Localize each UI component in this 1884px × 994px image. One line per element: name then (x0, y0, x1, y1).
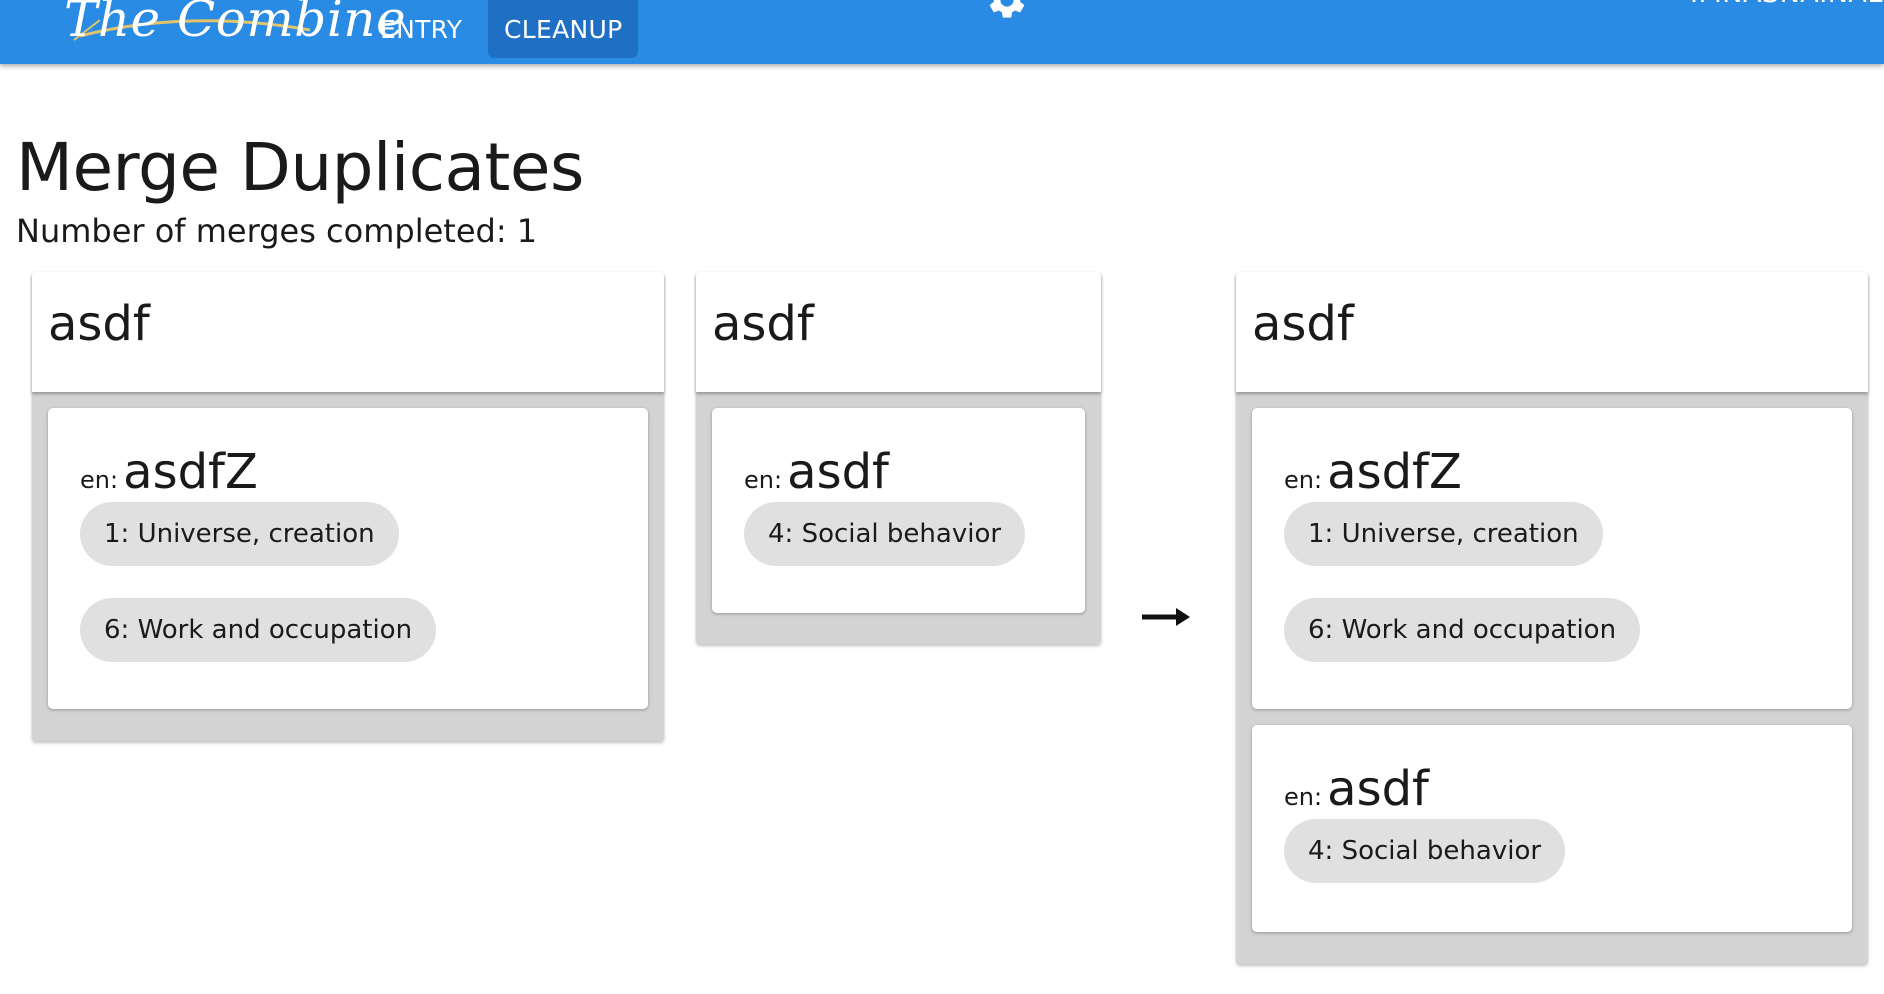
column-header[interactable]: asdf (1236, 272, 1868, 392)
gear-icon[interactable] (985, 0, 1029, 22)
gloss-language: en: (1284, 783, 1323, 811)
gloss-text: asdfZ (123, 444, 258, 500)
gloss-text: asdf (787, 444, 889, 500)
page-title: Merge Duplicates (16, 129, 584, 206)
gloss-line: en: asdf (744, 444, 889, 500)
sense-card[interactable]: en: asdfZ 1: Universe, creation 6: Work … (1252, 408, 1852, 709)
app-logo[interactable]: The Combine (64, 0, 407, 48)
column-title: asdf (1252, 296, 1354, 352)
semantic-domain-chip[interactable]: 6: Work and occupation (80, 598, 437, 662)
gloss-line: en: asdf (1284, 761, 1429, 817)
sense-card[interactable]: en: asdfZ 1: Universe, creation 6: Work … (48, 408, 648, 709)
merged-result-column: asdf en: asdfZ 1: Universe, creation 6: … (1236, 272, 1868, 964)
duplicate-column-2: asdf en: asdf 4: Social behavior (696, 272, 1101, 644)
app-bar: The Combine ENTRY CLEANUP IMNASNAINAL (0, 0, 1884, 64)
semantic-domain-chip[interactable]: 6: Work and occupation (1284, 598, 1641, 662)
semantic-domain-chip[interactable]: 1: Universe, creation (80, 502, 399, 566)
column-header[interactable]: asdf (32, 272, 664, 392)
gloss-line: en: asdfZ (1284, 444, 1462, 500)
nav-cleanup-button[interactable]: CLEANUP (488, 0, 639, 58)
user-menu-button[interactable]: IMNASNAINAL (1690, 0, 1883, 9)
column-title: asdf (712, 296, 814, 352)
gloss-text: asdf (1327, 761, 1429, 817)
duplicate-column-1: asdf en: asdfZ 1: Universe, creation 6: … (32, 272, 664, 741)
sense-card[interactable]: en: asdf 4: Social behavior (1252, 725, 1852, 932)
semantic-domain-chip[interactable]: 1: Universe, creation (1284, 502, 1603, 566)
logo-swoosh-icon (73, 19, 311, 41)
gloss-language: en: (1284, 466, 1323, 494)
merges-completed-text: Number of merges completed: 1 (16, 212, 538, 250)
arrow-right-icon (1142, 608, 1190, 626)
gloss-language: en: (744, 466, 783, 494)
semantic-domain-chip[interactable]: 4: Social behavior (744, 502, 1026, 566)
gloss-line: en: asdfZ (80, 444, 258, 500)
gloss-text: asdfZ (1327, 444, 1462, 500)
semantic-domain-chip[interactable]: 4: Social behavior (1284, 819, 1566, 883)
nav-entry-button[interactable]: ENTRY (380, 14, 463, 44)
column-header[interactable]: asdf (696, 272, 1101, 392)
sense-card[interactable]: en: asdf 4: Social behavior (712, 408, 1085, 613)
gloss-language: en: (80, 466, 119, 494)
column-title: asdf (48, 296, 150, 352)
